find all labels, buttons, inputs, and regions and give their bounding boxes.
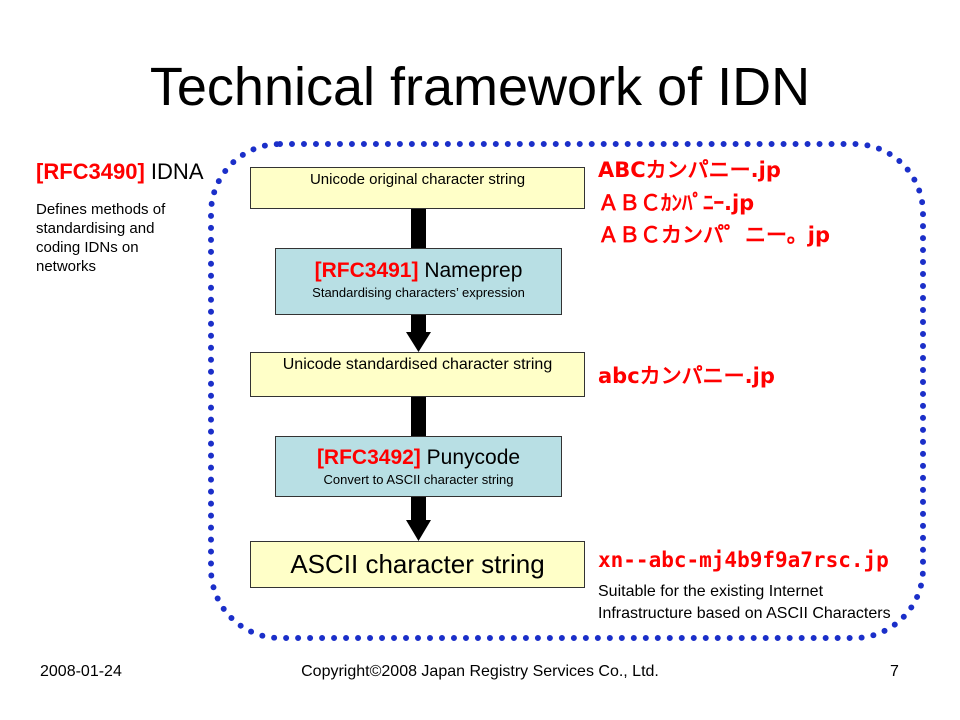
arrow-shaft — [411, 497, 426, 522]
punycode-note: Suitable for the existing Internet Infra… — [598, 583, 891, 622]
nameprep-name: Nameprep — [418, 259, 523, 282]
punycode-desc: Convert to ASCII character string — [323, 472, 514, 487]
example-punycode: xn--abc-mj4b9f9a7rsc.jp — [598, 548, 889, 572]
example-original-2: ＡＢＣｶﾝﾊﾟﾆｰ.jp — [598, 191, 755, 215]
nameprep-desc: Standardising characters’ expression — [312, 285, 525, 300]
footer-copyright: Copyright©2008 Japan Registry Services C… — [301, 663, 659, 680]
connector-bar — [411, 397, 426, 437]
slide-title: Technical framework of IDN — [149, 57, 811, 117]
unicode-original-box: Unicode original character string — [250, 167, 585, 209]
arrow-head — [406, 332, 431, 352]
example-original-1: ABCカンパニー.jp — [598, 158, 781, 182]
idna-rfc: [RFC3490] — [36, 159, 145, 184]
unicode-standardised-box: Unicode standardised character string — [250, 352, 585, 397]
nameprep-heading: [RFC3491] Nameprep — [276, 258, 561, 284]
footer-date: 2008-01-24 — [40, 663, 122, 680]
arrow-shaft — [411, 315, 426, 334]
connector-bar — [411, 209, 426, 249]
idna-description: Defines methods of standardising and cod… — [36, 201, 166, 275]
ascii-string-box: ASCII character string — [250, 541, 585, 588]
punycode-heading: [RFC3492] Punycode — [276, 445, 561, 471]
nameprep-box: [RFC3491] Nameprep Standardising charact… — [275, 248, 562, 315]
punycode-rfc: [RFC3492] — [316, 446, 421, 469]
arrow-head — [406, 520, 431, 541]
nameprep-rfc: [RFC3491] — [314, 259, 419, 282]
example-normalized: abcカンパニー.jp — [598, 364, 775, 388]
footer-page-number: 7 — [890, 663, 899, 680]
idna-label: [RFC3490] IDNA — [36, 158, 204, 186]
idna-scope-dashed-border — [208, 141, 926, 641]
punycode-box: [RFC3492] Punycode Convert to ASCII char… — [275, 436, 562, 497]
punycode-name: Punycode — [420, 446, 521, 469]
example-original-3: ＡＢＣカンパ゜ニー。jp — [598, 223, 831, 247]
idna-name: IDNA — [144, 159, 204, 184]
